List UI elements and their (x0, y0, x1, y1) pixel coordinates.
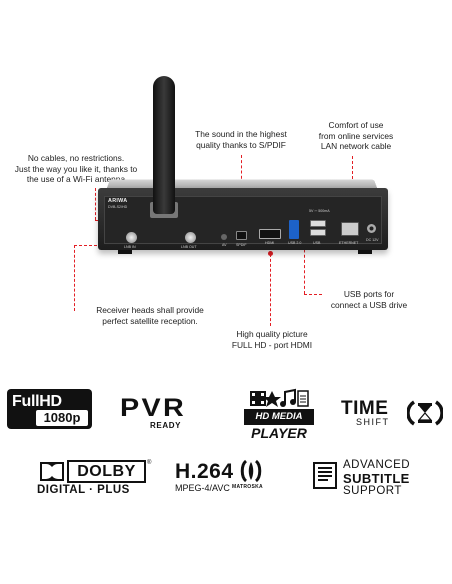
satellite-callout-line: Receiver heads shall provide (96, 305, 204, 315)
wifi-leader-v (95, 188, 96, 220)
hourglass-icon (407, 400, 443, 426)
usb-port-top (310, 220, 326, 227)
port-label: ETHERNET (339, 241, 359, 245)
device-model: DVB-S2/HD (108, 205, 128, 209)
advanced-text: ADVANCED (343, 459, 411, 471)
dolby-text: DOLBY (67, 460, 146, 483)
pvr-text: PVR (120, 394, 187, 422)
hdmi-callout: High quality picture FULL HD - port HDMI (222, 329, 322, 350)
dolby-double-d-icon (40, 462, 64, 481)
lan-callout-line: from online services (318, 130, 394, 141)
dc-power-jack (367, 224, 376, 233)
av-jack (221, 234, 227, 240)
wifi-callout-line: No cables, no restrictions. (27, 153, 125, 163)
time-text: TIME (341, 398, 389, 419)
wifi-callout: No cables, no restrictions. Just the way… (12, 153, 140, 185)
spdif-callout: The sound in the highest quality thanks … (186, 129, 296, 150)
usb-power-label: 5V ⎓ 500mA (309, 209, 330, 213)
usb-callout-line: connect a USB drive (330, 299, 408, 310)
port-label: DC 12V (366, 238, 379, 242)
mpeg4-avc-text: MPEG-4/AVC (175, 483, 230, 493)
usb-blue-port (289, 220, 299, 239)
device-brand: ARIWA (108, 198, 128, 204)
satellite-leader-v (74, 245, 75, 311)
matroska-text: MATROSKA (232, 484, 263, 490)
lan-callout-line: Comfort of use (328, 120, 384, 130)
wifi-callout-line: the use of a Wi-Fi antenna (26, 174, 126, 184)
port-label: USB 2.0 (288, 241, 302, 245)
usb-leader-v (304, 234, 305, 294)
registered-mark: ® (147, 460, 152, 466)
subtitle-document-icon (313, 462, 337, 489)
usb-callout: USB ports for connect a USB drive (316, 289, 422, 310)
port-label: HDMI (265, 241, 275, 245)
lnb-out-connector (185, 232, 196, 243)
satellite-callout-line: perfect satellite reception. (102, 315, 198, 326)
port-label: LNB IN (124, 245, 136, 249)
usb-leader-h (304, 294, 322, 295)
lan-callout-line: LAN network cable (320, 141, 392, 151)
spdif-callout-line: The sound in the highest (195, 129, 287, 139)
hdmi-leader (270, 254, 271, 326)
hdmi-leader-dot (268, 251, 273, 256)
receiver-foot-right (358, 250, 372, 254)
port-label: USB (313, 241, 321, 245)
fullhd-resolution: 1080p (36, 410, 88, 426)
wifi-callout-line: Just the way you like it, thanks to (14, 163, 138, 174)
spdif-port (236, 231, 247, 240)
hdmi-port (259, 229, 281, 239)
wifi-antenna (153, 76, 175, 214)
matroska-icon (240, 459, 262, 483)
lnb-in-connector (126, 232, 137, 243)
port-label: SPDIF (236, 243, 247, 247)
hdmi-callout-line: High quality picture (236, 329, 308, 339)
port-label: AV (222, 243, 227, 247)
satellite-callout: Receiver heads shall provide perfect sat… (84, 305, 216, 326)
shift-text: SHIFT (356, 417, 390, 427)
pvr-ready-text: READY (150, 421, 182, 430)
player-text: PLAYER (251, 425, 307, 441)
spdif-callout-line: quality thanks to S/PDIF (196, 139, 286, 150)
h264-text: H.264 (175, 460, 234, 483)
hdmi-callout-line: FULL HD - port HDMI (231, 339, 313, 350)
media-icons (250, 388, 309, 407)
port-label: LNB OUT (181, 245, 197, 249)
ethernet-port (341, 222, 359, 236)
fullhd-text: FullHD (12, 393, 62, 410)
usb-port-bottom (310, 229, 326, 236)
usb-callout-line: USB ports for (343, 289, 395, 299)
subtitle-text: SUBTITLE (343, 471, 410, 486)
support-text: SUPPORT (343, 485, 402, 497)
digital-plus-text: DIGITAL · PLUS (37, 484, 130, 496)
lan-callout: Comfort of use from online services LAN … (306, 120, 406, 152)
receiver-foot-left (118, 250, 132, 254)
hd-media-text: HD MEDIA (244, 409, 314, 425)
